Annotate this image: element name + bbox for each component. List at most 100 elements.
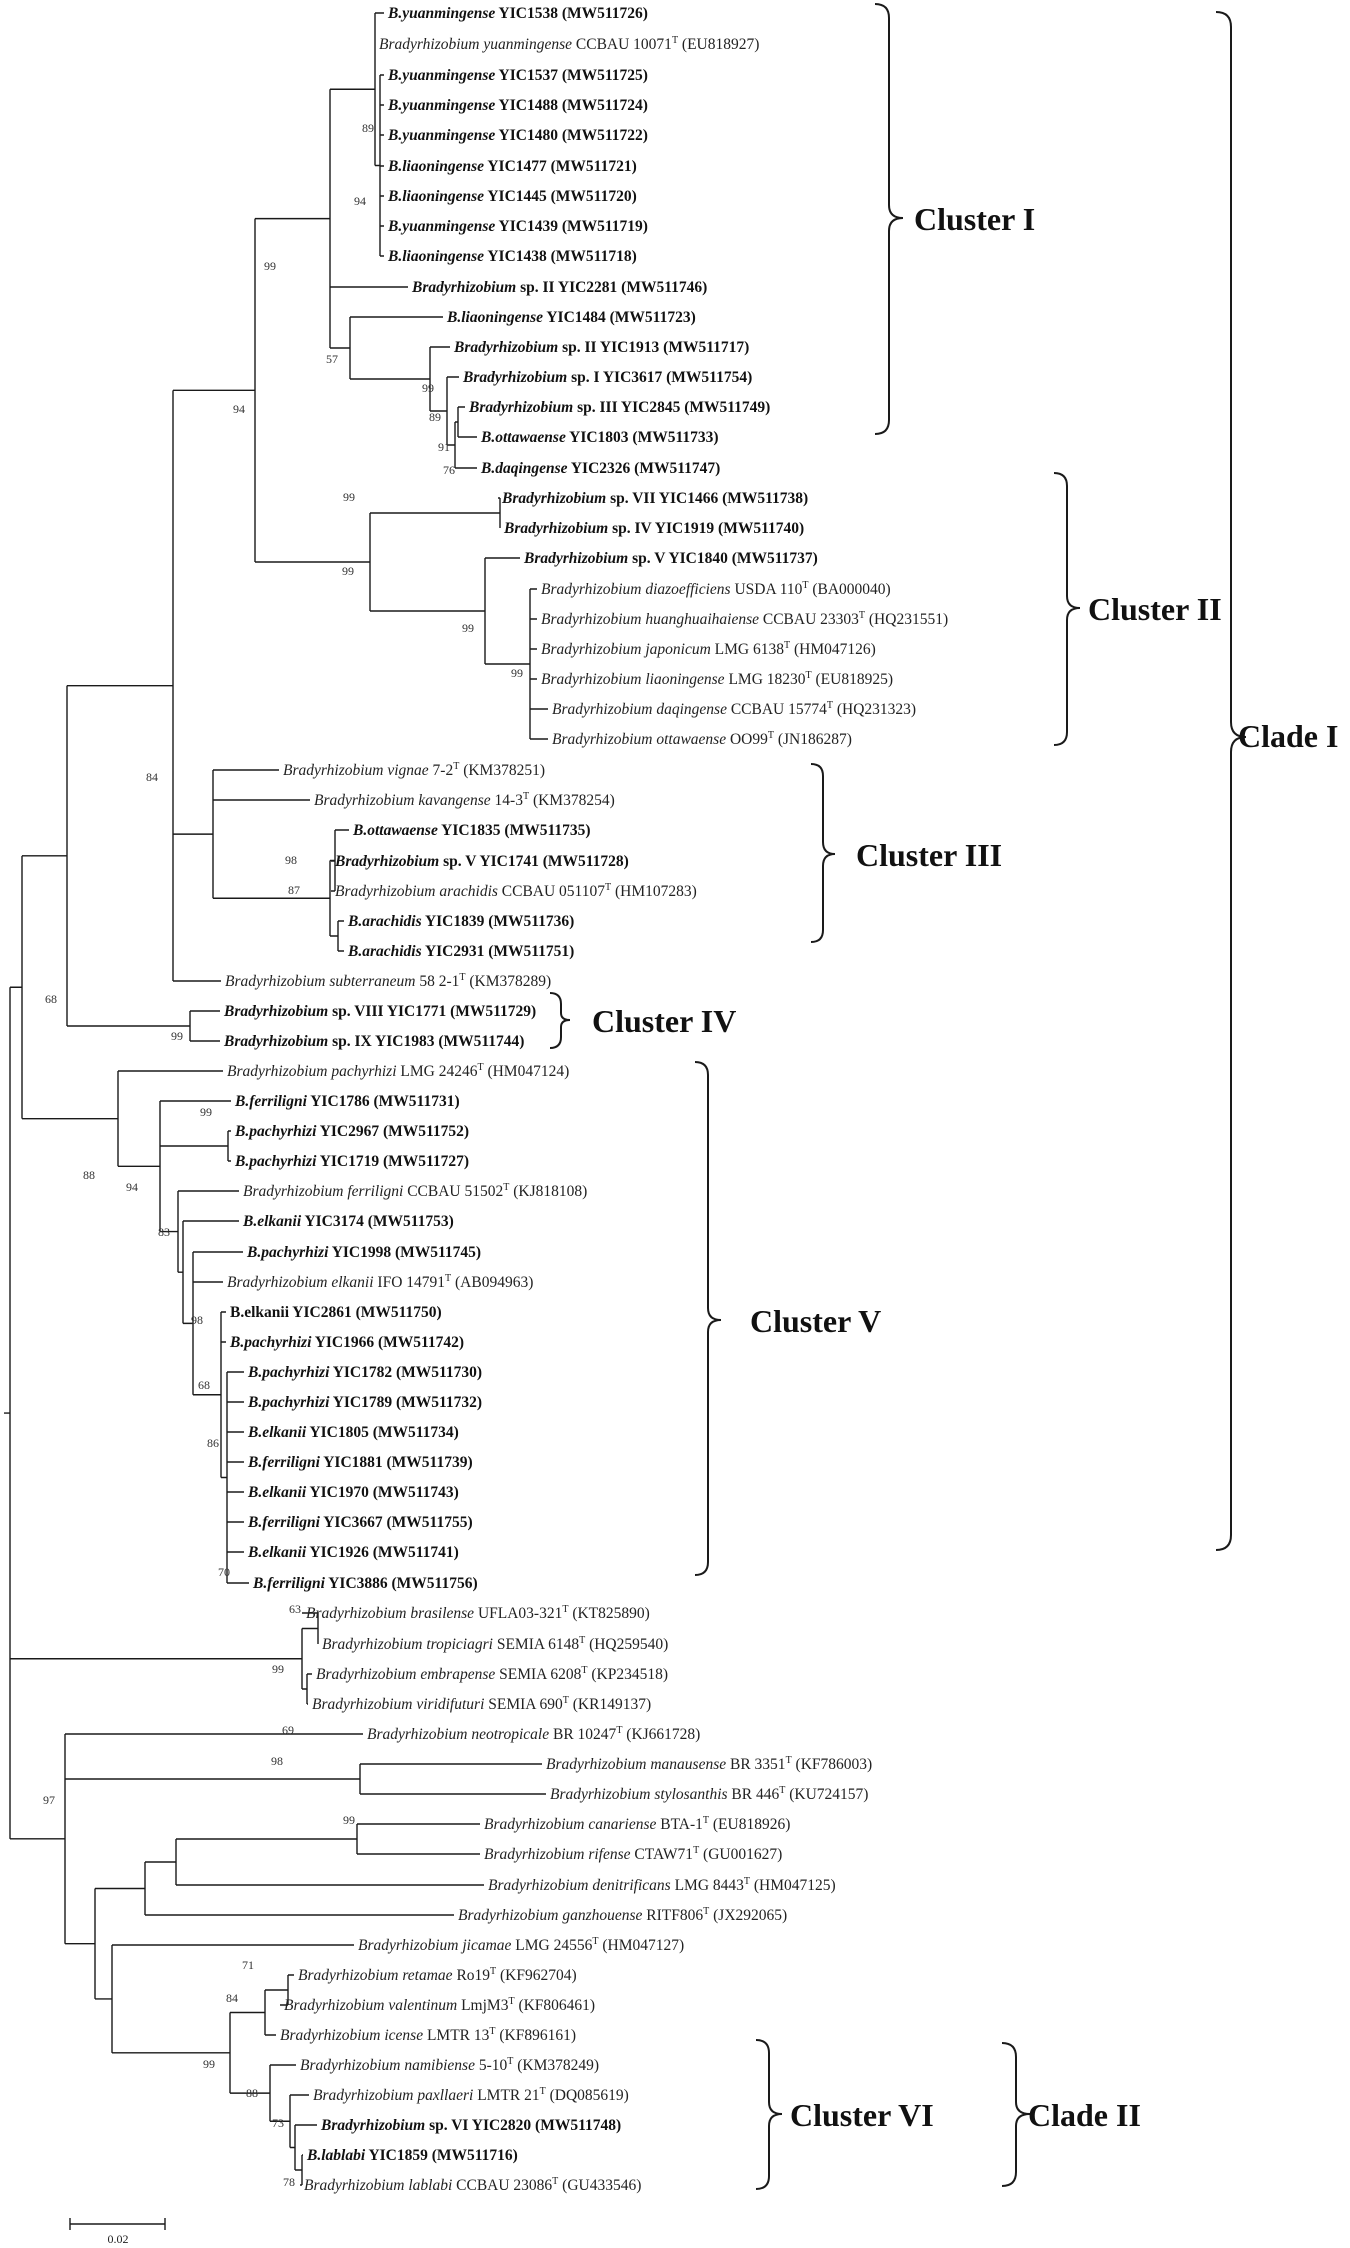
bootstrap-value: 99 [511, 666, 523, 680]
taxon-label: B.yuanmingense YIC1538 (MW511726) [387, 5, 648, 22]
taxon-label: B.ferriligni YIC3886 (MW511756) [252, 1575, 478, 1592]
scale-bar-line [69, 2218, 166, 2230]
taxon-label: B.ferriligni YIC1881 (MW511739) [247, 1454, 473, 1471]
taxon-label: Bradyrhizobium yuanmingense CCBAU 10071T… [379, 35, 759, 53]
cluster-vi-label: Cluster VI [790, 2097, 934, 2133]
bootstrap-value: 83 [158, 1225, 170, 1239]
bootstrap-value: 99 [264, 259, 276, 273]
clade-ii-label: Clade II [1028, 2097, 1141, 2133]
bootstrap-value: 98 [191, 1313, 203, 1327]
bootstrap-value: 88 [246, 2086, 258, 2100]
taxon-label: B.ferriligni YIC3667 (MW511755) [247, 1514, 473, 1531]
taxon-label: Bradyrhizobium sp. V YIC1840 (MW511737) [523, 550, 818, 567]
taxon-label: Bradyrhizobium sp. IV YIC1919 (MW511740) [503, 520, 804, 537]
bootstrap-value: 99 [200, 1105, 212, 1119]
taxon-label: Bradyrhizobium icense LMTR 13T (KF896161… [280, 2026, 576, 2044]
taxon-label: B.liaoningense YIC1477 (MW511721) [387, 158, 637, 175]
taxon-label: B.yuanmingense YIC1480 (MW511722) [387, 127, 648, 144]
taxon-label: B.ferriligni YIC1786 (MW511731) [234, 1093, 460, 1110]
bootstrap-value: 73 [272, 2116, 284, 2130]
taxon-label: B.elkanii YIC2861 (MW511750) [230, 1304, 442, 1321]
bootstrap-value: 63 [289, 1602, 301, 1616]
cluster-iv-bracket [549, 992, 571, 1049]
clade-ii-bracket [1001, 2042, 1031, 2187]
taxon-label: B.pachyrhizi YIC1789 (MW511732) [247, 1394, 482, 1411]
taxon-label: Bradyrhizobium denitrificans LMG 8443T (… [488, 1876, 836, 1894]
taxon-label: Bradyrhizobium sp. II YIC1913 (MW511717) [453, 339, 749, 356]
bootstrap-value: 97 [43, 1793, 55, 1807]
taxon-labels: B.yuanmingense YIC1538 (MW511726) Bradyrh… [223, 5, 948, 2194]
scale-bar: 0.02 [69, 2218, 166, 2246]
taxon-label: B.liaoningense YIC1438 (MW511718) [387, 248, 637, 265]
taxon-label: B.pachyrhizi YIC1998 (MW511745) [246, 1244, 481, 1261]
bootstrap-value: 76 [443, 463, 455, 477]
taxon-label: B.arachidis YIC1839 (MW511736) [347, 913, 574, 930]
taxon-label: B.yuanmingense YIC1439 (MW511719) [387, 218, 648, 235]
taxon-label: B.yuanmingense YIC1488 (MW511724) [387, 97, 648, 114]
taxon-label: Bradyrhizobium sp. II YIC2281 (MW511746) [411, 279, 707, 296]
branch-lines [4, 12, 548, 2186]
bootstrap-value: 99 [342, 564, 354, 578]
taxon-label: Bradyrhizobium manausense BR 3351T (KF78… [546, 1755, 872, 1773]
taxon-label: B.pachyrhizi YIC1782 (MW511730) [247, 1364, 482, 1381]
bootstrap-value: 94 [354, 194, 366, 208]
taxon-label: B.arachidis YIC2931 (MW511751) [347, 943, 574, 960]
clade-i-label: Clade I [1238, 718, 1338, 754]
bootstrap-value: 94 [233, 402, 245, 416]
taxon-label: Bradyrhizobium canariense BTA-1T (EU8189… [484, 1815, 790, 1833]
bootstrap-value: 57 [326, 352, 338, 366]
bootstrap-value: 78 [283, 2175, 295, 2189]
taxon-label: Bradyrhizobium sp. VI YIC2820 (MW511748) [320, 2117, 621, 2134]
taxon-label: B.liaoningense YIC1484 (MW511723) [446, 309, 696, 326]
tree-branches [4, 12, 548, 2186]
taxon-label: Bradyrhizobium sp. VII YIC1466 (MW511738… [501, 490, 808, 507]
cluster-vi-bracket [755, 2039, 783, 2190]
bootstrap-value: 94 [126, 1180, 138, 1194]
bootstrap-value: 68 [45, 992, 57, 1006]
taxon-label: Bradyrhizobium ferriligni CCBAU 51502T (… [243, 1182, 587, 1200]
taxon-label: B.elkanii YIC3174 (MW511753) [242, 1213, 454, 1230]
cluster-iv-label: Cluster IV [592, 1003, 736, 1039]
bootstrap-value: 69 [282, 1723, 294, 1737]
bootstrap-value: 99 [171, 1029, 183, 1043]
cluster-ii-label: Cluster II [1088, 591, 1222, 627]
taxon-label: Bradyrhizobium lablabi CCBAU 23086T (GU4… [304, 2176, 641, 2194]
bootstrap-value: 99 [422, 381, 434, 395]
taxon-label: Bradyrhizobium arachidis CCBAU 051107T (… [335, 882, 697, 900]
taxon-label: Bradyrhizobium diazoefficiens USDA 110T … [541, 580, 891, 598]
bootstrap-value: 91 [438, 440, 450, 454]
bootstrap-value: 86 [207, 1436, 219, 1450]
taxon-label: B.liaoningense YIC1445 (MW511720) [387, 188, 637, 205]
taxon-label: Bradyrhizobium retamae Ro19T (KF962704) [298, 1966, 577, 1984]
bootstrap-value: 70 [218, 1565, 230, 1579]
bootstrap-value: 88 [83, 1168, 95, 1182]
bootstrap-value: 98 [271, 1754, 283, 1768]
taxon-label: Bradyrhizobium brasilense UFLA03-321T (K… [306, 1604, 650, 1622]
bootstrap-value: 98 [285, 853, 297, 867]
taxon-label: Bradyrhizobium vignae 7-2T (KM378251) [283, 761, 545, 779]
taxon-label: Bradyrhizobium stylosanthis BR 446T (KU7… [550, 1785, 868, 1803]
taxon-label: B.elkanii YIC1926 (MW511741) [247, 1544, 459, 1561]
cluster-v-bracket [694, 1061, 722, 1576]
taxon-label: B.pachyrhizi YIC1966 (MW511742) [229, 1334, 464, 1351]
taxon-label: B.ottawaense YIC1835 (MW511735) [352, 822, 591, 839]
taxon-label: Bradyrhizobium tropiciagri SEMIA 6148T (… [322, 1635, 668, 1653]
scale-bar-label: 0.02 [108, 2232, 129, 2246]
bootstrap-value: 89 [429, 410, 441, 424]
taxon-label: Bradyrhizobium paxllaeri LMTR 21T (DQ085… [313, 2086, 629, 2104]
taxon-label: Bradyrhizobium sp. I YIC3617 (MW511754) [462, 369, 752, 386]
taxon-label: Bradyrhizobium subterraneum 58 2-1T (KM3… [225, 972, 551, 990]
taxon-label: Bradyrhizobium namibiense 5-10T (KM37824… [300, 2056, 599, 2074]
taxon-label: Bradyrhizobium daqingense CCBAU 15774T (… [552, 700, 916, 718]
taxon-label: B.ottawaense YIC1803 (MW511733) [480, 429, 719, 446]
taxon-label: Bradyrhizobium elkanii IFO 14791T (AB094… [227, 1273, 533, 1291]
taxon-label: Bradyrhizobium ottawaense OO99T (JN18628… [552, 730, 852, 748]
bootstrap-value: 99 [462, 621, 474, 635]
taxon-label: Bradyrhizobium embrapense SEMIA 6208T (K… [316, 1665, 668, 1683]
taxon-label: B.pachyrhizi YIC2967 (MW511752) [234, 1123, 469, 1140]
bootstrap-value: 99 [343, 1813, 355, 1827]
taxon-label: Bradyrhizobium sp. V YIC1741 (MW511728) [334, 853, 629, 870]
cluster-i-bracket [874, 3, 904, 435]
bootstrap-value: 99 [343, 490, 355, 504]
